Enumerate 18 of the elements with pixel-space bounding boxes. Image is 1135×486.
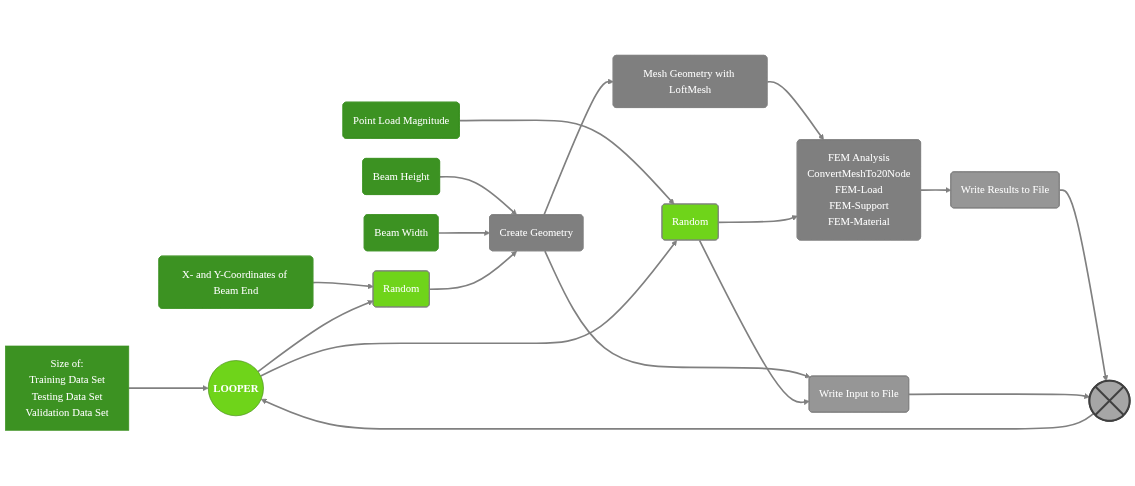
arrow	[717, 215, 798, 224]
node-box: Size of: Training Data Set Testing Data Set Validation Data Set	[5, 345, 130, 431]
arrow	[543, 78, 614, 216]
arrow	[260, 398, 1095, 430]
arrow	[1058, 189, 1109, 382]
arrow	[920, 187, 952, 194]
arrow	[437, 230, 491, 236]
node-circle: LOOPER	[207, 360, 264, 417]
arrow	[439, 176, 517, 216]
arrow	[766, 81, 824, 141]
arrow	[698, 239, 810, 406]
arrow	[544, 250, 811, 379]
arrow	[428, 251, 517, 291]
arrow	[127, 385, 209, 392]
arrow	[458, 119, 675, 205]
arrow	[312, 281, 374, 290]
arrow	[259, 240, 677, 378]
arrow	[257, 300, 374, 373]
